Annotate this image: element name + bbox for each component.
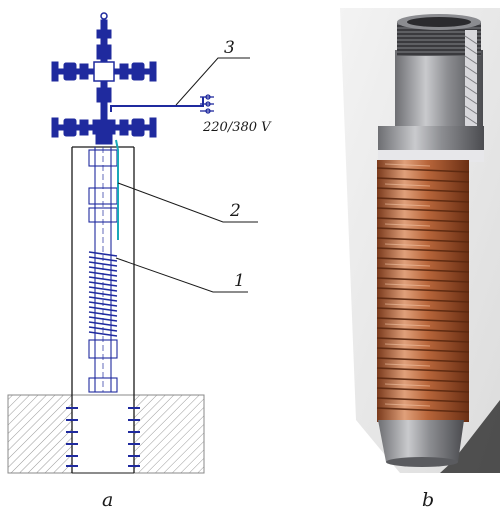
caption-b: b (422, 489, 434, 510)
wellhead (51, 12, 157, 145)
casing-ticks (66, 407, 140, 467)
bottom-tip (378, 420, 464, 462)
callout-leaders (115, 57, 258, 293)
callout-2: 2 (229, 201, 241, 221)
cable-strand (465, 30, 477, 138)
terminal-box (200, 94, 214, 114)
coil-turns (376, 167, 470, 413)
coil-highlights (384, 163, 431, 407)
shadow (440, 400, 500, 473)
callout-3: 3 (224, 38, 235, 58)
power-line (110, 97, 204, 112)
panel-a-drawing (7, 12, 214, 474)
callout-1: 1 (234, 271, 245, 291)
ground-right (133, 394, 205, 474)
heating-coil (88, 251, 118, 337)
collar (378, 126, 484, 152)
caption-a: a (102, 489, 113, 510)
voltage-label: 220/380 V (202, 120, 272, 135)
ground-left (7, 394, 73, 474)
power-cable (115, 139, 119, 240)
panel-b-render (340, 8, 500, 473)
white-band (378, 150, 484, 162)
well-casing (71, 146, 135, 474)
